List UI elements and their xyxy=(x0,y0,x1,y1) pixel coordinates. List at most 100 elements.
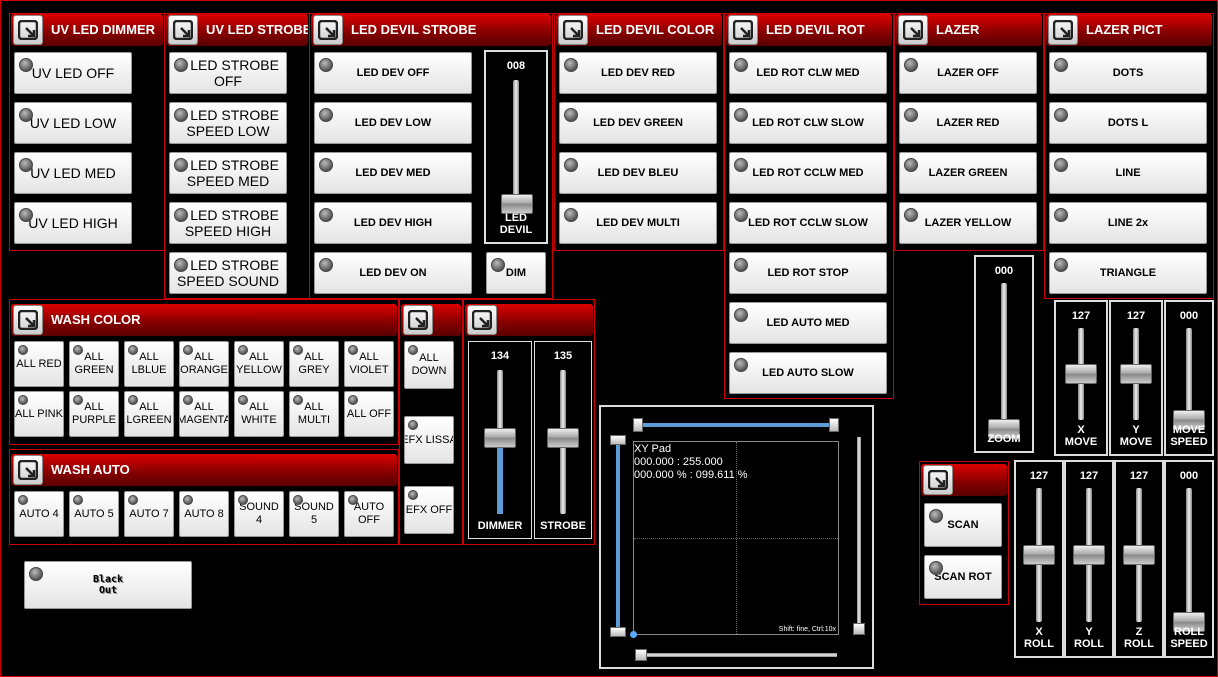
uv-strobe-speed-sound-button[interactable]: V LED STROBE SPEED SOUND xyxy=(169,252,287,294)
slider-handle[interactable] xyxy=(1065,364,1097,384)
auto-4-button[interactable]: AUTO 4 xyxy=(14,491,64,537)
all-off-button[interactable]: ALL OFF xyxy=(344,391,394,437)
led-dev-off-button[interactable]: LED DEV OFF xyxy=(314,52,472,94)
z-roll-slider[interactable]: 127 Z ROLL xyxy=(1114,460,1164,658)
all-down-button[interactable]: ALL DOWN xyxy=(404,341,454,389)
sound-5-button[interactable]: SOUND 5 xyxy=(289,491,339,537)
y-range-bar[interactable] xyxy=(616,441,620,633)
led-dev-low-button[interactable]: LED DEV LOW xyxy=(314,102,472,144)
lazer-red-button[interactable]: LAZER RED xyxy=(899,102,1037,144)
all-pink-button[interactable]: ALL PINK xyxy=(14,391,64,437)
uv-strobe-speed-low-button[interactable]: V LED STROBE SPEED LOW xyxy=(169,102,287,144)
scan-button[interactable]: SCAN xyxy=(924,503,1002,547)
sound-4-button[interactable]: SOUND 4 xyxy=(234,491,284,537)
led-dev-on-button[interactable]: LED DEV ON xyxy=(314,252,472,294)
all-multi-button[interactable]: ALL MULTI xyxy=(289,391,339,437)
all-magenta-button[interactable]: ALL MAGENTA xyxy=(179,391,229,437)
slider-handle[interactable] xyxy=(484,428,516,449)
slider-handle[interactable] xyxy=(501,194,533,215)
led-auto-slow-button[interactable]: LED AUTO SLOW xyxy=(729,352,887,394)
efx-off-button[interactable]: EFX OFF xyxy=(404,486,454,534)
uv-led-med-button[interactable]: UV LED MED xyxy=(14,152,132,194)
slider-handle[interactable] xyxy=(1073,545,1105,565)
led-dev-green-button[interactable]: LED DEV GREEN xyxy=(559,102,717,144)
lazer-yellow-button[interactable]: LAZER YELLOW xyxy=(899,202,1037,244)
led-devil-slider[interactable]: 008 LED DEVIL xyxy=(484,50,548,244)
all-yellow-button[interactable]: ALL YELLOW xyxy=(234,341,284,387)
all-grey-button[interactable]: ALL GREY xyxy=(289,341,339,387)
led-rot-cclw-slow-button[interactable]: LED ROT CCLW SLOW xyxy=(729,202,887,244)
x-roll-slider[interactable]: 127 X ROLL xyxy=(1014,460,1064,658)
slider-handle[interactable] xyxy=(1023,545,1055,565)
uv-strobe-speed-med-button[interactable]: V LED STROBE SPEED MED xyxy=(169,152,287,194)
auto-8-button[interactable]: AUTO 8 xyxy=(179,491,229,537)
all-orange-button[interactable]: ALL ORANGE xyxy=(179,341,229,387)
slider-handle[interactable] xyxy=(1123,545,1155,565)
y-range-min-handle[interactable] xyxy=(610,435,626,445)
x-range-max-handle[interactable] xyxy=(829,418,839,432)
dots-l-button[interactable]: DOTS L xyxy=(1049,102,1207,144)
all-purple-button[interactable]: ALL PURPLE xyxy=(69,391,119,437)
dots-button[interactable]: DOTS xyxy=(1049,52,1207,94)
slider-handle[interactable] xyxy=(1173,612,1205,632)
efx-lissa-button[interactable]: EFX LISSA xyxy=(404,416,454,464)
qlc-icon xyxy=(898,15,928,45)
slider-value: 127 xyxy=(1071,310,1091,322)
auto-5-button[interactable]: AUTO 5 xyxy=(69,491,119,537)
lazer-off-button[interactable]: LAZER OFF xyxy=(899,52,1037,94)
move-speed-slider[interactable]: 000 MOVE SPEED xyxy=(1164,300,1214,456)
led-auto-med-button[interactable]: LED AUTO MED xyxy=(729,302,887,344)
y-roll-slider[interactable]: 127 Y ROLL xyxy=(1064,460,1114,658)
dim-button[interactable]: DIM xyxy=(486,252,546,294)
dimmer-slider[interactable]: 134 DIMMER xyxy=(468,341,532,539)
xy-pad-cursor[interactable] xyxy=(630,631,637,638)
blackout-button[interactable]: Black Out xyxy=(24,561,192,609)
led-dev-red-button[interactable]: LED DEV RED xyxy=(559,52,717,94)
led-rot-clw-slow-button[interactable]: LED ROT CLW SLOW xyxy=(729,102,887,144)
all-green-button[interactable]: ALL GREEN xyxy=(69,341,119,387)
line-2x-button[interactable]: LINE 2x xyxy=(1049,202,1207,244)
roll-speed-slider[interactable]: 000 ROLL SPEED xyxy=(1164,460,1214,658)
uv-led-high-button[interactable]: UV LED HIGH xyxy=(14,202,132,244)
all-red-button[interactable]: ALL RED xyxy=(14,341,64,387)
led-dev-multi-button[interactable]: LED DEV MULTI xyxy=(559,202,717,244)
slider-label: MOVE SPEED xyxy=(1170,424,1208,448)
all-violet-button[interactable]: ALL VIOLET xyxy=(344,341,394,387)
slider-handle[interactable] xyxy=(1120,364,1152,384)
strobe-slider[interactable]: 135 STROBE xyxy=(534,341,592,539)
x-fine-handle[interactable] xyxy=(635,649,647,661)
x-range-bar[interactable] xyxy=(639,423,835,427)
slider-handle[interactable] xyxy=(547,427,579,448)
y-move-slider[interactable]: 127 Y MOVE xyxy=(1109,300,1163,456)
led-rot-clw-med-button[interactable]: LED ROT CLW MED xyxy=(729,52,887,94)
y-range-max-handle[interactable] xyxy=(610,627,626,637)
uv-strobe-speed-high-button[interactable]: V LED STROBE SPEED HIGH xyxy=(169,202,287,244)
x-range-min-handle[interactable] xyxy=(633,418,643,432)
all-lgreen-button[interactable]: ALL LGREEN xyxy=(124,391,174,437)
led-dev-med-button[interactable]: LED DEV MED xyxy=(314,152,472,194)
slider-handle[interactable] xyxy=(1173,410,1205,430)
triangle-button[interactable]: TRIANGLE xyxy=(1049,252,1207,294)
zoom-slider[interactable]: 000 ZOOM xyxy=(974,255,1034,453)
xy-pad-area[interactable]: XY Pad 000.000 : 255.000 000.000 % : 099… xyxy=(630,441,839,638)
wash-color-title: WASH COLOR xyxy=(51,312,141,327)
devil-strobe-frame xyxy=(309,13,553,299)
y-fine-handle[interactable] xyxy=(853,623,865,635)
line-button[interactable]: LINE xyxy=(1049,152,1207,194)
lazer-green-button[interactable]: LAZER GREEN xyxy=(899,152,1037,194)
led-rot-cclw-med-button[interactable]: LED ROT CCLW MED xyxy=(729,152,887,194)
uv-led-low-button[interactable]: UV LED LOW xyxy=(14,102,132,144)
slider-handle[interactable] xyxy=(988,419,1020,439)
scan-rot-button[interactable]: SCAN ROT xyxy=(924,555,1002,599)
uv-strobe-off-button[interactable]: V LED STROBE OFF xyxy=(169,52,287,94)
led-dev-bleu-button[interactable]: LED DEV BLEU xyxy=(559,152,717,194)
auto-7-button[interactable]: AUTO 7 xyxy=(124,491,174,537)
all-lblue-button[interactable]: ALL LBLUE xyxy=(124,341,174,387)
uv-led-off-button[interactable]: UV LED OFF xyxy=(14,52,132,94)
led-rot-stop-button[interactable]: LED ROT STOP xyxy=(729,252,887,294)
all-white-button[interactable]: ALL WHITE xyxy=(234,391,284,437)
auto-off-button[interactable]: AUTO OFF xyxy=(344,491,394,537)
led-dev-high-button[interactable]: LED DEV HIGH xyxy=(314,202,472,244)
x-move-slider[interactable]: 127 X MOVE xyxy=(1054,300,1108,456)
slider-value: 134 xyxy=(490,350,510,362)
